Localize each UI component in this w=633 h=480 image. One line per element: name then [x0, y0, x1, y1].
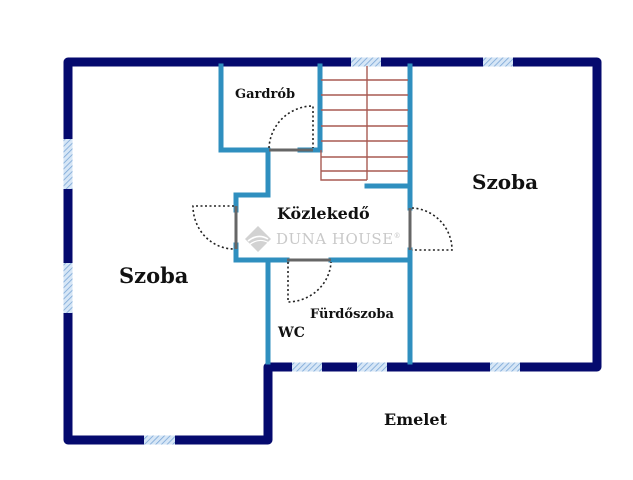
window-bottom-right: [490, 362, 520, 372]
window-top-stairs: [351, 57, 381, 67]
outer-walls: [63, 57, 602, 445]
duna-house-logo-icon: [245, 226, 271, 252]
stairs: [320, 66, 408, 181]
door-swing-bathroom: [287, 261, 332, 303]
window-bottom-left: [144, 435, 175, 445]
window-bottom-wc: [292, 362, 322, 372]
doors: [192, 105, 453, 303]
window-bottom-bath: [357, 362, 387, 372]
room-label-kozlekedo: Közlekedő: [277, 204, 370, 223]
room-label-szoba-right: Szoba: [472, 170, 539, 194]
room-label-gardrob: Gardrób: [235, 87, 296, 102]
room-label-furdoszoba: Fürdőszoba: [310, 307, 394, 322]
windows: [63, 57, 520, 445]
door-swing-left-room: [192, 205, 235, 250]
door-swing-right-room: [411, 207, 453, 251]
window-top-right: [483, 57, 513, 67]
window-left-2: [63, 263, 73, 313]
floor-label: Emelet: [384, 410, 447, 429]
door-swing-gardrob: [268, 105, 314, 149]
window-left-1: [63, 139, 73, 189]
watermark-brand: DUNA HOUSE: [276, 230, 394, 248]
room-label-wc: WC: [278, 325, 305, 341]
room-label-szoba-left: Szoba: [119, 263, 189, 288]
watermark-text: DUNA HOUSE®: [276, 230, 401, 248]
watermark-registered-mark: ®: [393, 232, 402, 240]
